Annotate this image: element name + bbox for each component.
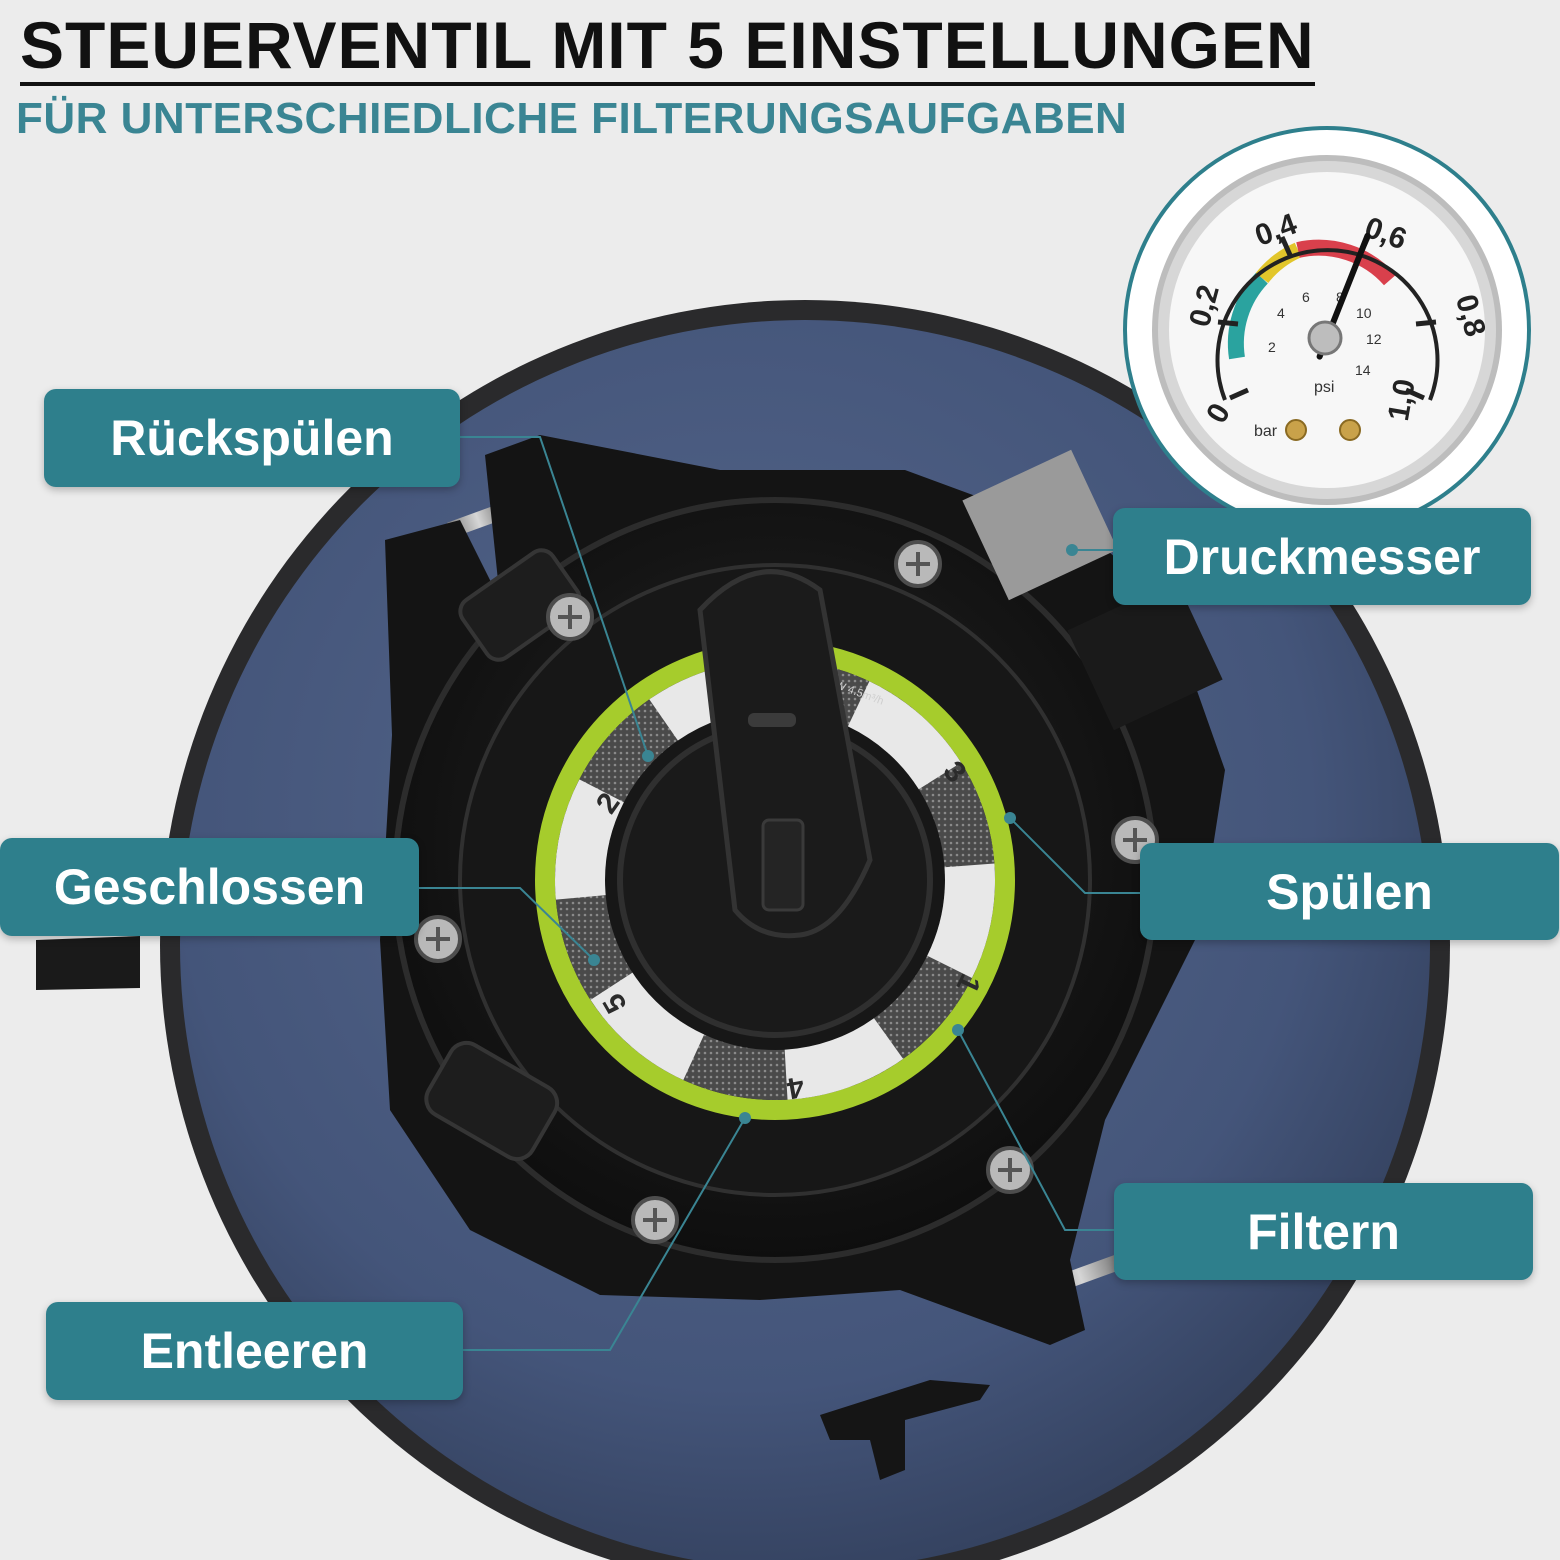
page-subtitle: FÜR UNTERSCHIEDLICHE FILTERUNGSAUFGABEN (16, 94, 1128, 143)
handle-slot (748, 713, 796, 727)
label-geschlossen: Geschlossen (0, 838, 419, 936)
gauge-psi-14: 14 (1355, 362, 1371, 378)
label-filtern: Filtern (1114, 1183, 1533, 1280)
valve-handle (697, 569, 873, 939)
left-clamp (36, 936, 140, 990)
leader-dots (588, 544, 1078, 1124)
label-druckmesser: Druckmesser (1113, 508, 1531, 605)
gauge-psi-unit: psi (1314, 379, 1334, 396)
gauge-bar-10: 1,0 (1382, 377, 1422, 424)
dial-label-ring (555, 660, 995, 1100)
handle-grip (761, 818, 805, 912)
gauge-fitting (962, 449, 1118, 601)
label-spuelen: Spülen (1140, 843, 1559, 940)
gauge-psi-12: 12 (1366, 331, 1382, 347)
port-left-bottom (424, 1040, 560, 1162)
gauge-screw-right (1339, 419, 1361, 441)
gauge-scale-arc (1215, 248, 1440, 401)
position-4: 4 (784, 1070, 806, 1105)
gauge-psi-6: 6 (1302, 289, 1310, 305)
gauge-screw-left (1285, 419, 1307, 441)
bottom-handle (820, 1380, 990, 1480)
gauge-arc-teal (1227, 272, 1268, 360)
gauge-bar-unit: bar (1254, 423, 1278, 440)
gauge-psi-2: 2 (1268, 339, 1276, 355)
gauge-fitting-body (1067, 579, 1223, 731)
gauge-hub (1307, 320, 1343, 356)
screw-slots (426, 552, 1147, 1232)
port-top-left (458, 548, 582, 662)
gauge-psi-10: 10 (1356, 305, 1372, 321)
page-title: STEUERVENTIL MIT 5 EINSTELLUNGEN (20, 8, 1315, 86)
pressure-gauge: 0 0,2 0,4 0,6 0,8 1,0 2 4 6 8 10 12 14 p… (1123, 126, 1531, 534)
label-entleeren: Entleeren (46, 1302, 463, 1400)
gauge-psi-4: 4 (1277, 305, 1285, 321)
label-rueckspuelen: Rückspülen (44, 389, 460, 487)
leader-lines (419, 436, 1140, 1351)
